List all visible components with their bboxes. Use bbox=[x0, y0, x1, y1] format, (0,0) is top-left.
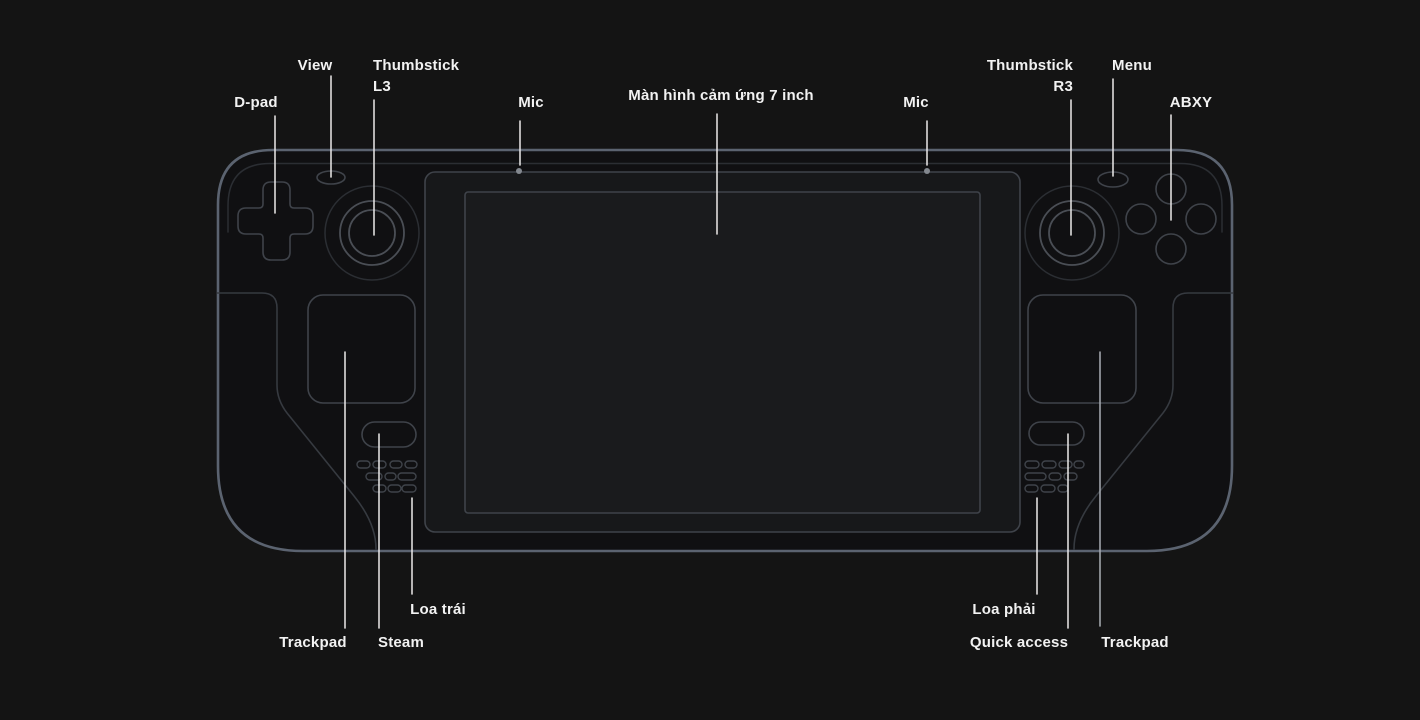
callout-lines-layer bbox=[274, 75, 1172, 629]
button-b-outline bbox=[1185, 203, 1217, 235]
label-text-trackpad-left: Trackpad bbox=[279, 634, 347, 651]
label-text-screen: Màn hình cảm ứng 7 inch bbox=[628, 87, 814, 104]
thumbstick-left-cap bbox=[348, 209, 396, 257]
label-text-quick-access: Quick access bbox=[969, 634, 1069, 651]
trackpad-left-outline[interactable] bbox=[307, 294, 416, 404]
label-menu: Menu bbox=[1112, 55, 1152, 76]
grip-left-outline bbox=[216, 292, 377, 550]
mic-dot-mic-left bbox=[516, 168, 522, 174]
thumbstick-right-well bbox=[1024, 185, 1120, 281]
label-text-thumbstick-r3: Thumbstick bbox=[986, 57, 1073, 74]
label-text-mic-right: Mic bbox=[903, 94, 929, 111]
button-a-outline bbox=[1155, 233, 1187, 265]
thumbstick-left[interactable] bbox=[324, 185, 420, 281]
label-d-pad: D-pad bbox=[234, 92, 278, 113]
label-text-steam: Steam bbox=[377, 634, 425, 651]
label-abxy: ABXY bbox=[1170, 92, 1212, 113]
label-text2-thumbstick-r3: R3 bbox=[1053, 78, 1073, 95]
label-text-speaker-left: Loa trái bbox=[410, 601, 466, 618]
label-screen: Màn hình cảm ứng 7 inch bbox=[628, 85, 813, 106]
grip-right-outline bbox=[1073, 292, 1234, 550]
thumbstick-left-well bbox=[324, 185, 420, 281]
label-text-mic-left: Mic bbox=[518, 94, 544, 111]
label-text2-thumbstick-l3: L3 bbox=[373, 78, 391, 95]
thumbstick-left-ring bbox=[339, 200, 405, 266]
label-speaker-left: Loa trái bbox=[410, 599, 466, 620]
thumbstick-right-cap bbox=[1048, 209, 1096, 257]
thumbstick-right[interactable] bbox=[1024, 185, 1120, 281]
screen-display bbox=[464, 191, 981, 514]
top-seam-line bbox=[227, 162, 1223, 233]
label-text-view: View bbox=[297, 57, 333, 74]
label-text-d-pad: D-pad bbox=[234, 94, 278, 111]
label-steam: Steam bbox=[378, 632, 424, 653]
label-text-thumbstick-l3: Thumbstick bbox=[373, 57, 460, 74]
button-x-outline bbox=[1125, 203, 1157, 235]
label-text-speaker-right: Loa phải bbox=[972, 601, 1036, 618]
label-view: View bbox=[298, 55, 333, 76]
mic-dot-mic-right bbox=[924, 168, 930, 174]
label-trackpad-left: Trackpad bbox=[279, 632, 346, 653]
label-text-trackpad-right: Trackpad bbox=[1101, 634, 1169, 651]
label-quick-access: Quick access bbox=[970, 632, 1068, 653]
steam-button-outline[interactable] bbox=[361, 421, 417, 448]
label-mic-left: Mic bbox=[518, 92, 544, 113]
label-mic-right: Mic bbox=[903, 92, 929, 113]
quick-access-button-outline[interactable] bbox=[1028, 421, 1085, 446]
dpad-outline[interactable] bbox=[237, 181, 314, 261]
trackpad-right-outline[interactable] bbox=[1027, 294, 1137, 404]
label-text-menu: Menu bbox=[1112, 57, 1152, 74]
label-speaker-right: Loa phải bbox=[972, 599, 1035, 620]
thumbstick-right-ring bbox=[1039, 200, 1105, 266]
label-trackpad-right: Trackpad bbox=[1101, 632, 1168, 653]
label-text-abxy: ABXY bbox=[1169, 94, 1213, 111]
